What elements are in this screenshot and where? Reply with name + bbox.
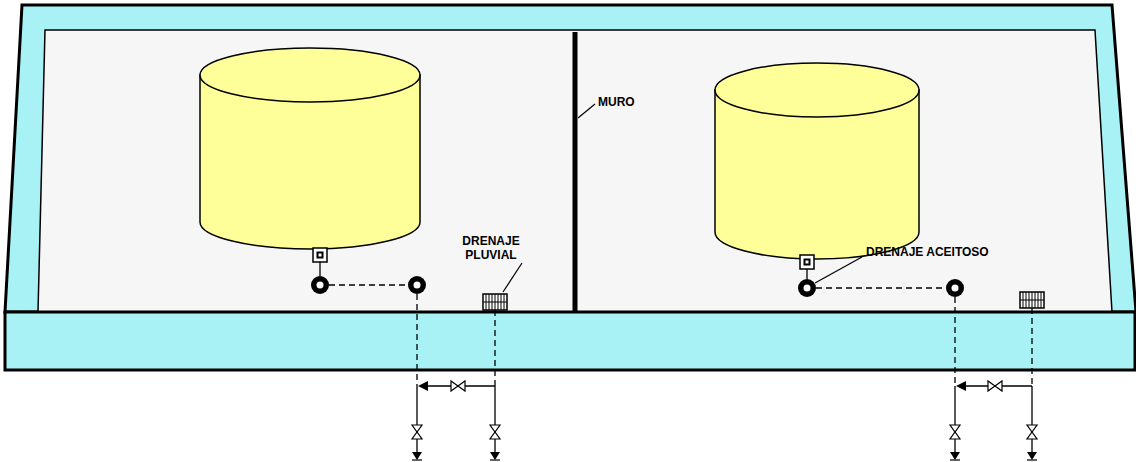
storage-tank	[200, 48, 420, 249]
oily-drain	[807, 269, 955, 452]
leader-line	[815, 257, 862, 283]
oily-drain-label: DRENAJE ACEITOSO	[866, 246, 989, 260]
rain-drain	[963, 308, 1032, 452]
valve	[1027, 425, 1037, 439]
drain-pit	[946, 279, 964, 297]
rain-drain	[425, 310, 495, 452]
valve	[950, 425, 960, 439]
tank-sump	[313, 248, 327, 262]
outlet-arrow	[412, 452, 422, 460]
dike-wall	[5, 5, 1136, 312]
valve	[412, 425, 422, 439]
leader-line	[503, 263, 522, 292]
valve	[988, 381, 1002, 391]
outlet-arrow	[950, 452, 960, 460]
rain-drain-label: DRENAJE PLUVIAL	[455, 235, 527, 263]
drain-pit	[408, 276, 426, 294]
storage-tank	[715, 63, 919, 259]
dividing-wall	[573, 32, 578, 312]
rain-grate	[483, 294, 507, 310]
valve	[490, 425, 500, 439]
rain-grate	[1020, 292, 1044, 308]
dike-floor	[38, 30, 1112, 312]
valve	[451, 381, 465, 391]
flow-arrow	[956, 381, 966, 391]
outlet-arrow	[490, 452, 500, 460]
leader-line	[578, 104, 595, 118]
tank-sump	[800, 255, 814, 269]
dike-front-wall	[5, 312, 1135, 370]
drain-pit	[311, 276, 329, 294]
drain-pit	[798, 279, 816, 297]
wall-label: MURO	[598, 96, 635, 110]
flow-arrow	[418, 381, 428, 391]
outlet-arrow	[1027, 452, 1037, 460]
oily-drain	[320, 262, 417, 452]
